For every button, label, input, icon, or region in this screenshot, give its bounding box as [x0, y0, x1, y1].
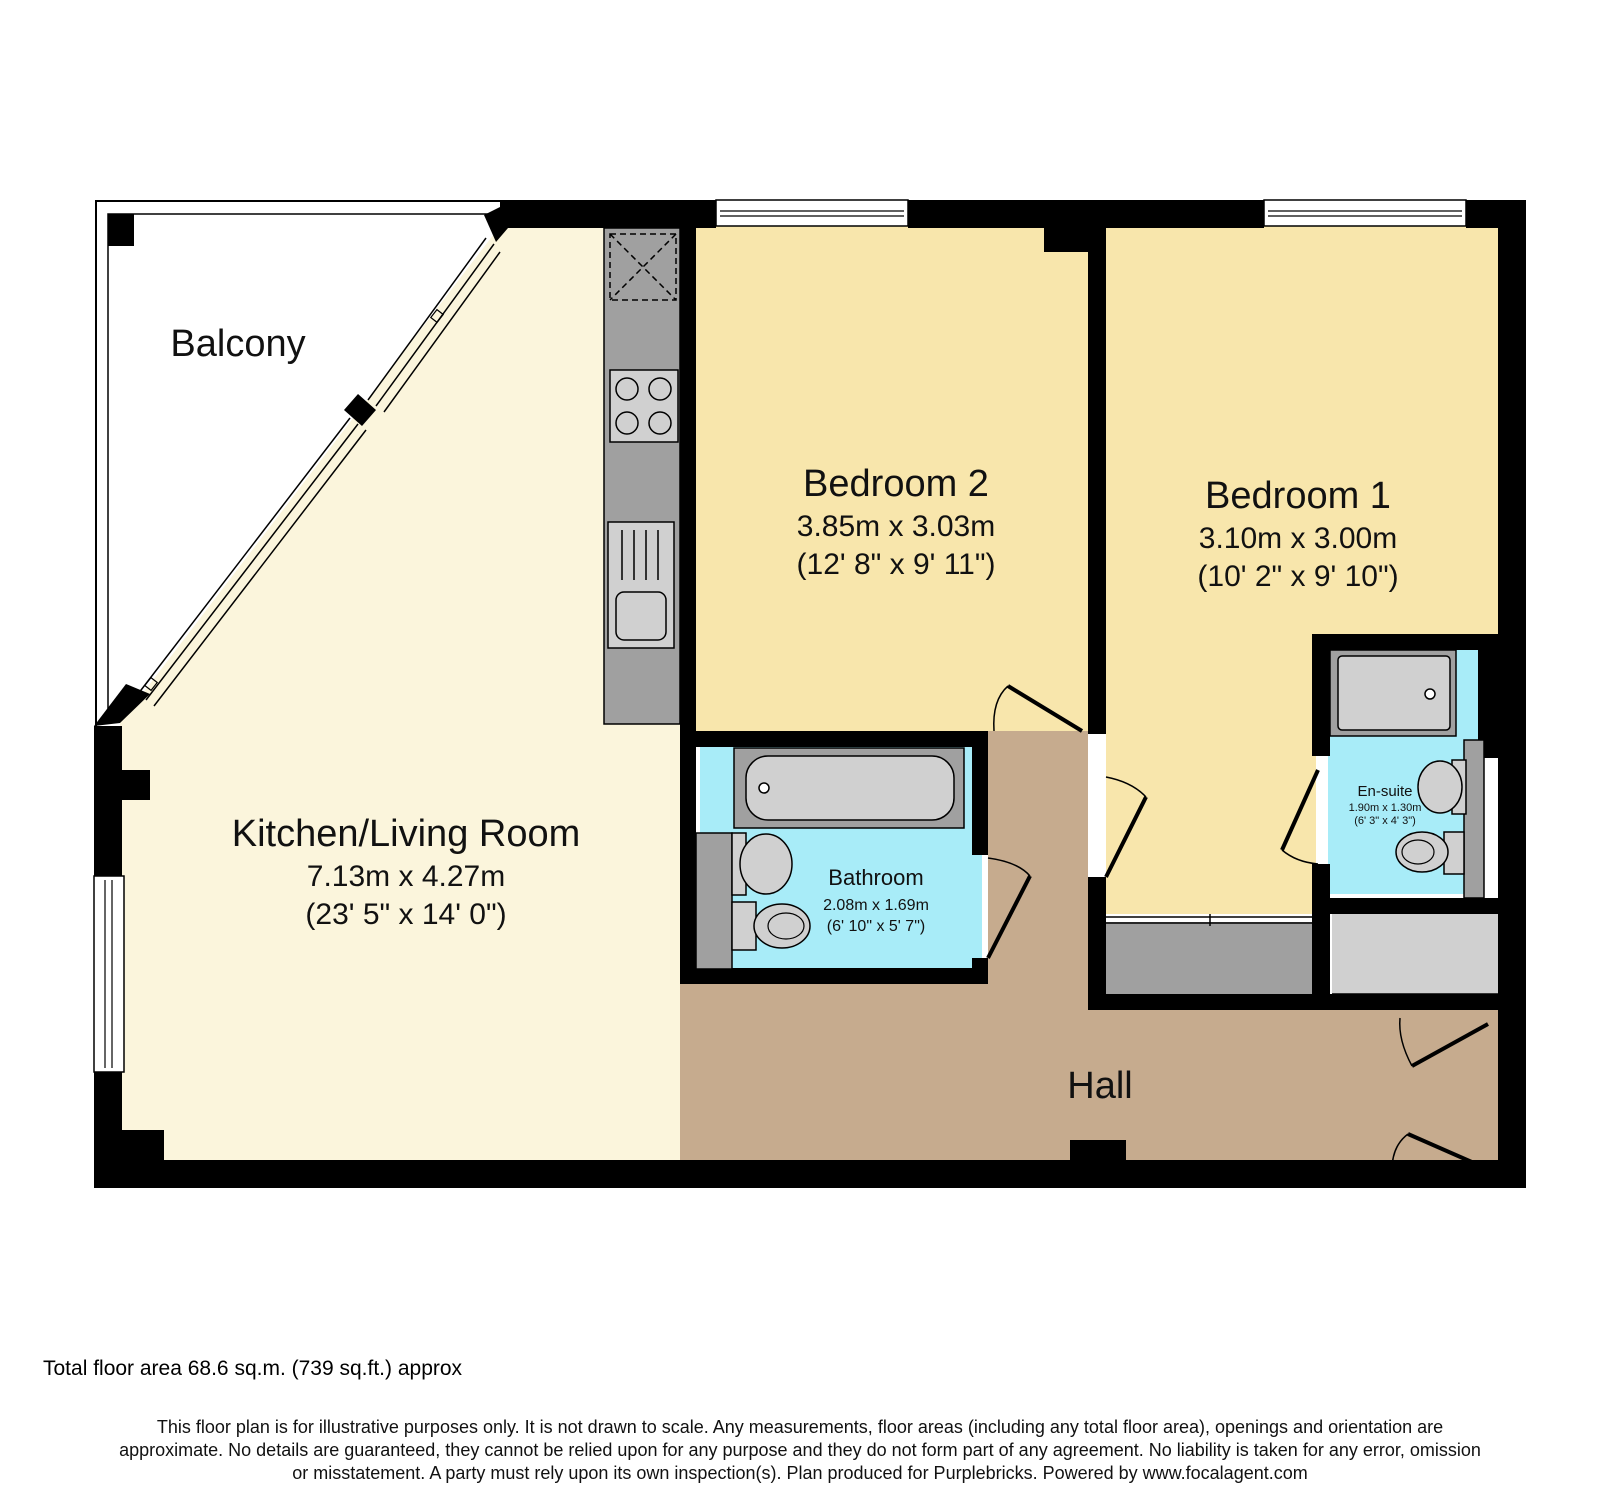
disclaimer-line-1: This floor plan is for illustrative purp…	[156, 1417, 1444, 1437]
ensuite-imperial: (6' 3" x 4' 3")	[1354, 815, 1416, 827]
window-bedroom-1	[1263, 199, 1467, 227]
ensuite-toilet-icon	[1395, 831, 1465, 875]
bedroom-1-floor	[1106, 226, 1498, 914]
window-living-room	[93, 875, 125, 1073]
basin-icon	[731, 832, 793, 896]
doors	[986, 684, 1491, 1172]
bedroom-2-imperial: (12' 8" x 9' 11")	[797, 548, 996, 581]
shower-tray-icon	[1329, 649, 1457, 737]
walls	[94, 200, 1526, 1188]
door-bathroom	[986, 857, 1032, 959]
door-bedroom-2	[993, 684, 1084, 733]
bathroom-label: Bathroom	[828, 865, 923, 890]
kitchen-units	[603, 227, 681, 725]
kitchen-living-imperial: (23' 5" x 14' 0")	[305, 898, 506, 931]
window-bedroom-2	[715, 199, 909, 227]
total-floor-area: Total floor area 68.6 sq.m. (739 sq.ft.)…	[43, 1357, 463, 1380]
room-labels: Balcony Kitchen/Living Room 7.13m x 4.27…	[170, 323, 1421, 1107]
door-bedroom-1	[1104, 776, 1148, 878]
disclaimer: This floor plan is for illustrative purp…	[20, 1416, 1580, 1485]
kitchen-living-label: Kitchen/Living Room	[232, 813, 581, 855]
balcony	[95, 200, 508, 726]
ensuite-fixtures	[1329, 649, 1485, 899]
balcony-label: Balcony	[170, 323, 305, 365]
diagonal-glazed-wall	[94, 203, 508, 726]
hob-icon	[609, 369, 679, 443]
hall-floor	[680, 731, 1498, 1160]
ensuite-label: En-suite	[1357, 783, 1412, 800]
bathroom-metric: 2.08m x 1.69m	[823, 897, 929, 914]
bathroom-fixtures	[695, 747, 965, 970]
disclaimer-line-3: or misstatement. A party must rely upon …	[292, 1463, 1308, 1483]
ensuite-metric: 1.90m x 1.30m	[1349, 802, 1422, 814]
ensuite-basin-icon	[1417, 759, 1467, 815]
bedroom-1-metric: 3.10m x 3.00m	[1199, 522, 1397, 555]
store-cupboard	[1332, 912, 1498, 994]
door-store-cupboard	[1399, 1017, 1489, 1068]
floors	[120, 226, 1498, 1160]
bedroom-1-imperial: (10' 2" x 9' 10")	[1197, 560, 1398, 593]
bedroom-2-metric: 3.85m x 3.03m	[797, 510, 995, 543]
bathroom-imperial: (6' 10" x 5' 7")	[827, 918, 925, 935]
bedroom-1-label: Bedroom 1	[1205, 475, 1391, 517]
sink-icon	[607, 521, 675, 649]
disclaimer-line-2: approximate. No details are guaranteed, …	[119, 1440, 1481, 1460]
door-ensuite	[1280, 769, 1320, 865]
bedroom-2-label: Bedroom 2	[803, 463, 989, 505]
kitchen-living-metric: 7.13m x 4.27m	[307, 860, 505, 893]
hall-label: Hall	[1067, 1065, 1132, 1107]
wardrobe-bedroom-1	[1106, 922, 1312, 994]
fridge-icon	[609, 233, 677, 301]
bedroom-2-floor	[680, 226, 1088, 731]
door-entrance	[1391, 1132, 1491, 1172]
kitchen-living-floor	[120, 226, 680, 1160]
wardrobe-rail	[1106, 914, 1498, 995]
toilet-icon	[731, 901, 811, 951]
